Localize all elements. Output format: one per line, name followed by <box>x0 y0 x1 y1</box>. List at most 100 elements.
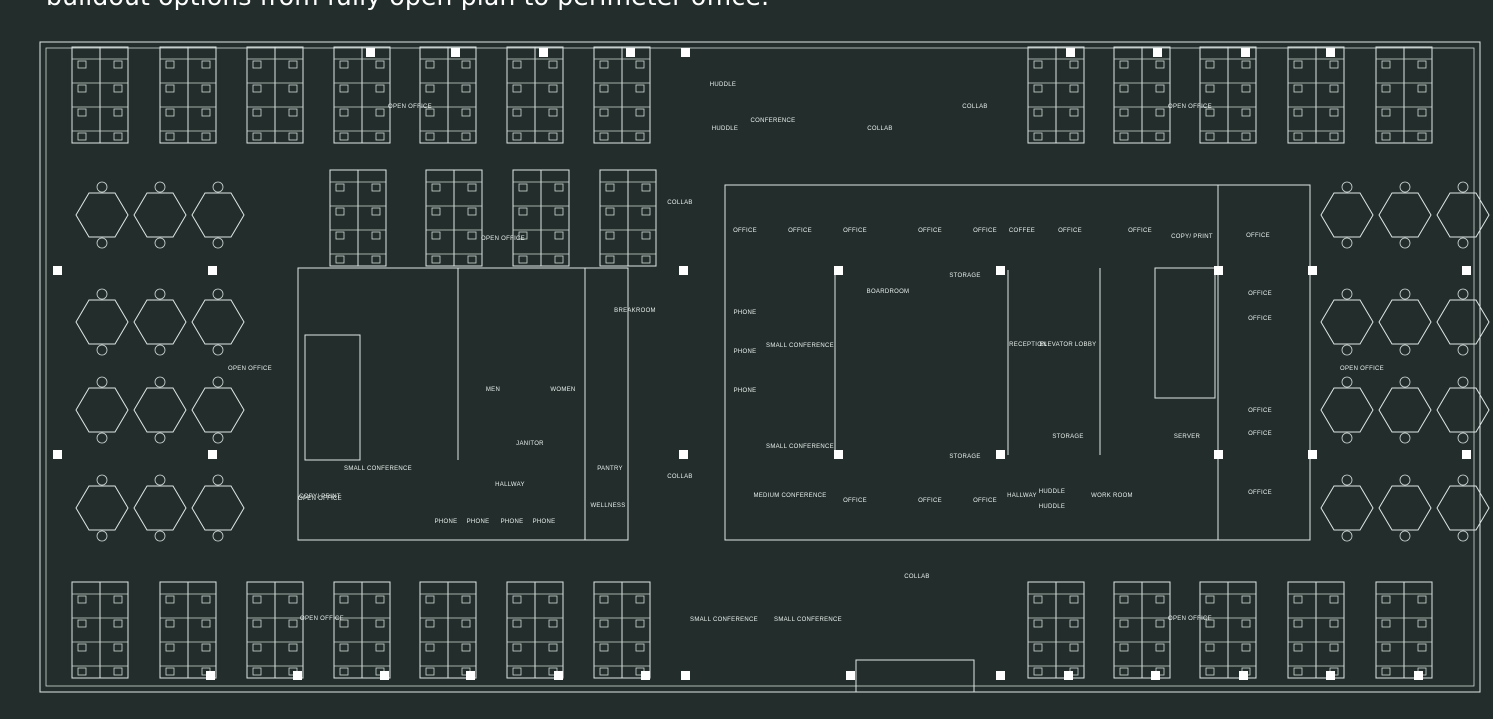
chair-icon <box>252 84 262 93</box>
chair-icon <box>1329 132 1339 141</box>
label-boardroom: BOARDROOM <box>867 289 910 295</box>
label-breakroom: BREAKROOM <box>614 308 656 314</box>
chair-icon <box>252 667 262 676</box>
label-storage-2: STORAGE <box>949 454 980 460</box>
chair-icon <box>1155 619 1165 628</box>
chair-icon <box>1033 643 1043 652</box>
chair-icon <box>1069 643 1079 652</box>
chair-icon <box>599 108 609 117</box>
chair-icon <box>1329 108 1339 117</box>
chair-icon <box>154 474 166 486</box>
label-pantry: PANTRY <box>597 466 623 472</box>
label-copy-print-2: COPY/ PRINT <box>299 494 341 500</box>
chair-icon <box>371 255 381 264</box>
chair-icon <box>165 132 175 141</box>
column-marker <box>679 266 688 275</box>
label-small-conf-4: SMALL CONFERENCE <box>690 617 758 623</box>
chair-icon <box>1205 84 1215 93</box>
chair-icon <box>1457 376 1469 388</box>
chair-icon <box>375 619 385 628</box>
label-office-14: OFFICE <box>843 498 867 504</box>
chair-icon <box>1457 288 1469 300</box>
chair-icon <box>1119 108 1129 117</box>
chair-icon <box>165 84 175 93</box>
chair-icon <box>113 84 123 93</box>
label-huddle-1: HUDDLE <box>710 82 736 88</box>
label-office-12: OFFICE <box>1248 431 1272 437</box>
hex-pod <box>1320 474 1490 542</box>
column-marker <box>1239 671 1248 680</box>
chair-icon <box>335 207 345 216</box>
chair-icon <box>548 60 558 69</box>
chair-icon <box>1341 432 1353 444</box>
desk-cluster <box>599 169 657 267</box>
column-marker <box>996 266 1005 275</box>
chair-icon <box>165 667 175 676</box>
chair-icon <box>339 595 349 604</box>
chair-icon <box>165 60 175 69</box>
chair-icon <box>425 84 435 93</box>
label-phone-4: PHONE <box>435 519 458 525</box>
label-office-5: OFFICE <box>973 228 997 234</box>
column-marker <box>208 450 217 459</box>
chair-icon <box>375 595 385 604</box>
chair-icon <box>96 237 108 249</box>
label-phone-2: PHONE <box>734 349 757 355</box>
chair-icon <box>635 595 645 604</box>
chair-icon <box>1341 344 1353 356</box>
desk-cluster <box>506 46 564 144</box>
label-open-office-nw: OPEN OFFICE <box>388 104 432 110</box>
column-marker <box>1308 450 1317 459</box>
chair-icon <box>548 132 558 141</box>
chair-icon <box>1241 108 1251 117</box>
chair-icon <box>1033 84 1043 93</box>
hex-pod <box>1320 288 1490 356</box>
column-marker <box>996 450 1005 459</box>
desk-cluster <box>419 581 477 679</box>
column-marker <box>451 48 460 57</box>
column-marker <box>1462 450 1471 459</box>
chair-icon <box>425 108 435 117</box>
chair-icon <box>113 595 123 604</box>
label-reception: RECEPTION <box>1009 342 1047 348</box>
label-coffee: COFFEE <box>1009 228 1035 234</box>
chair-icon <box>1155 84 1165 93</box>
label-office-15: OFFICE <box>918 498 942 504</box>
column-marker <box>380 671 389 680</box>
label-open-office-w: OPEN OFFICE <box>228 366 272 372</box>
desk-cluster <box>512 169 570 267</box>
label-collab-2: COLLAB <box>962 104 987 110</box>
chair-icon <box>201 132 211 141</box>
chair-icon <box>154 530 166 542</box>
chair-icon <box>1069 132 1079 141</box>
desk-cluster <box>1375 581 1433 679</box>
desk-cluster <box>246 46 304 144</box>
column-marker <box>1308 266 1317 275</box>
chair-icon <box>375 132 385 141</box>
chair-icon <box>1033 60 1043 69</box>
column-marker <box>366 48 375 57</box>
chair-icon <box>1155 643 1165 652</box>
chair-icon <box>1381 60 1391 69</box>
chair-icon <box>288 108 298 117</box>
chair-icon <box>335 255 345 264</box>
chair-icon <box>1381 108 1391 117</box>
chair-icon <box>635 132 645 141</box>
chair-icon <box>599 667 609 676</box>
chair-icon <box>1381 667 1391 676</box>
chair-icon <box>252 132 262 141</box>
chair-icon <box>467 255 477 264</box>
label-office-6: OFFICE <box>1058 228 1082 234</box>
chair-icon <box>77 667 87 676</box>
column-marker <box>641 671 650 680</box>
label-storage-1: STORAGE <box>949 273 980 279</box>
chair-icon <box>1119 60 1129 69</box>
chair-icon <box>1241 595 1251 604</box>
chair-icon <box>599 619 609 628</box>
label-open-office-s: OPEN OFFICE <box>298 496 342 502</box>
desk-cluster <box>1287 46 1345 144</box>
chair-icon <box>1381 132 1391 141</box>
chair-icon <box>201 643 211 652</box>
chair-icon <box>201 60 211 69</box>
column-marker <box>1214 450 1223 459</box>
